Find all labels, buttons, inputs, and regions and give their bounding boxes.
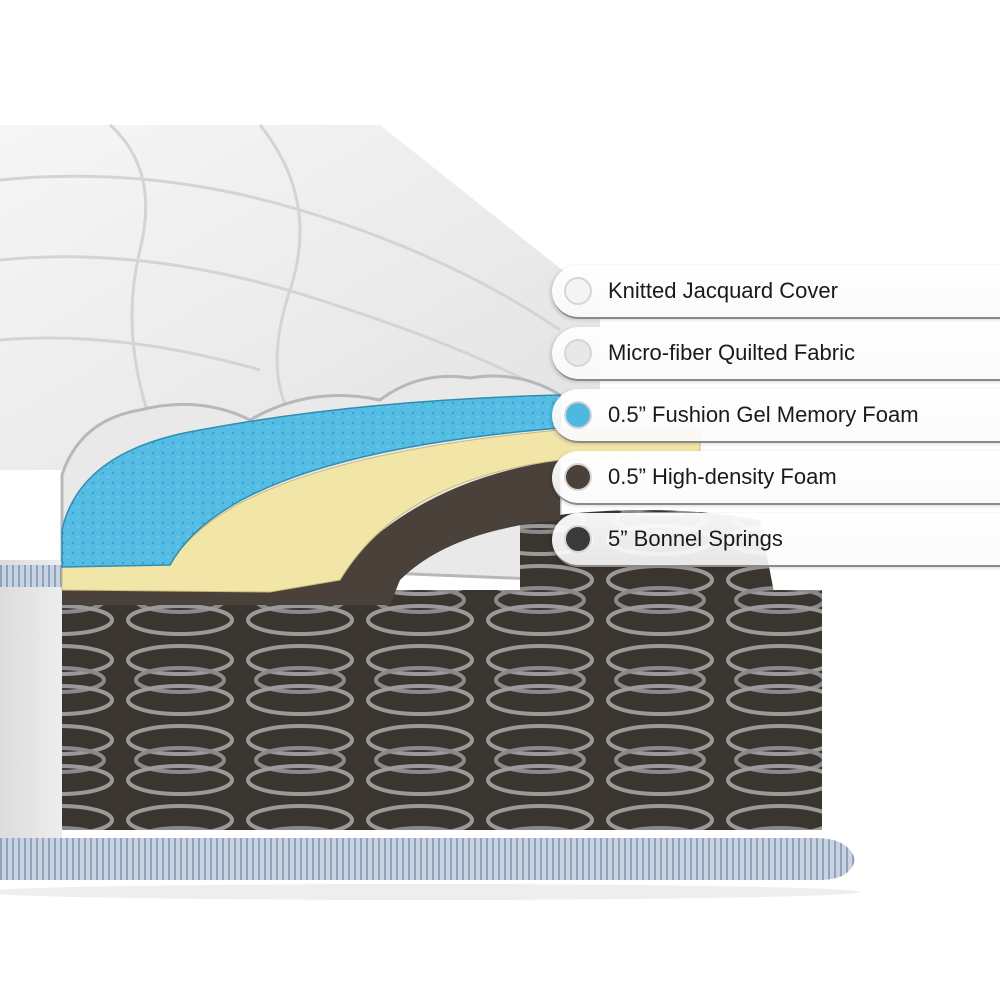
legend-item-high-density-foam: 0.5” High-density Foam [552,451,1000,505]
dark-foam-swatch-icon [564,463,592,491]
floor-shadow [0,884,860,900]
spring-unit-edge [520,510,820,830]
gel-memory-foam-layer [61,394,561,568]
spring-swatch-icon [564,525,592,553]
legend-item-quilted-fabric: Micro-fiber Quilted Fabric [552,327,1000,381]
legend-label: Micro-fiber Quilted Fabric [608,340,855,365]
side-border-tape [0,565,62,587]
white-fabric-swatch-icon [564,277,592,305]
bottom-border-tape [0,838,855,880]
grey-fabric-swatch-icon [564,339,592,367]
legend-label: 0.5” Fushion Gel Memory Foam [608,402,919,427]
blue-foam-swatch-icon [564,401,592,429]
mattress-side-panel [0,560,62,840]
legend-label: 5” Bonnel Springs [608,526,783,551]
legend-item-gel-memory-foam: 0.5” Fushion Gel Memory Foam [552,389,1000,443]
legend-item-jacquard-cover: Knitted Jacquard Cover [552,265,1000,319]
legend-item-bonnel-springs: 5” Bonnel Springs [552,513,1000,567]
legend-label: Knitted Jacquard Cover [608,278,838,303]
legend-label: 0.5” High-density Foam [608,464,837,489]
